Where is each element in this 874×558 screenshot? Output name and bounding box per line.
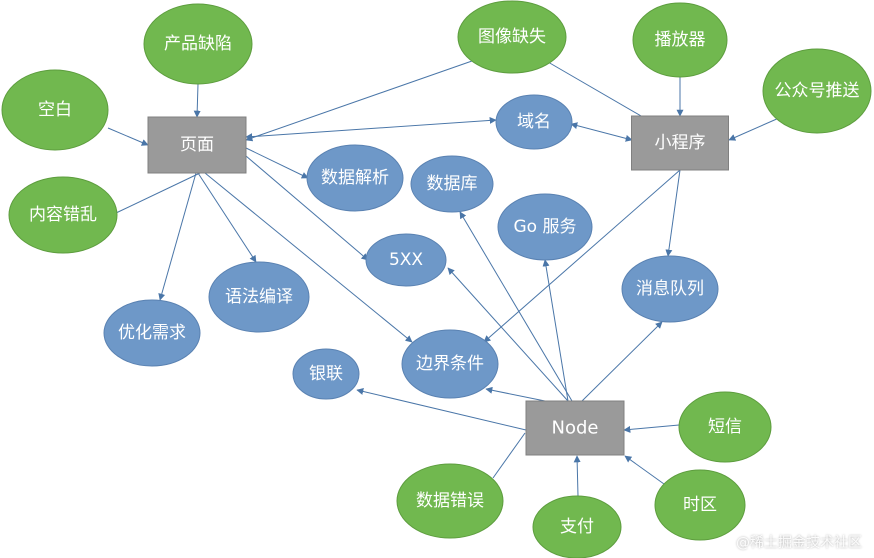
- node-shape-yufa-bianyi: [208, 261, 310, 333]
- node-label-gongzhonghao-tuisong: 公众号推送: [775, 81, 860, 101]
- edge-arrow-20: [485, 386, 546, 402]
- node-label-shujuku: 数据库: [427, 174, 478, 194]
- edge-arrow-12: [158, 172, 197, 301]
- node-kongbai: 空白: [1, 69, 109, 151]
- node-shape-kongbai: [1, 69, 109, 151]
- edge-arrow-18: [447, 267, 569, 402]
- node-shape-xiaoxi-duilie: [621, 255, 719, 323]
- edge-arrow-3: [245, 60, 473, 142]
- node-bofangqi: 播放器: [632, 2, 728, 78]
- node-yinlian: 银联: [292, 348, 360, 400]
- edge-arrow-8: [728, 117, 780, 141]
- node-label-yinlian: 银联: [309, 364, 343, 384]
- node-shujuku: 数据库: [410, 155, 494, 213]
- edge-arrow-13: [197, 172, 257, 263]
- node-shuju-cuowu: 数据错误: [396, 463, 504, 539]
- node-yuming: 域名: [495, 94, 573, 150]
- edge-arrow-11: [204, 172, 413, 343]
- node-label-bofangqi: 播放器: [655, 30, 706, 50]
- node-zhifu: 支付: [532, 495, 622, 558]
- node-neirong-cuoluan: 内容错乱: [8, 176, 118, 254]
- node-yufa-bianyi: 语法编译: [208, 261, 310, 333]
- node-chanpin-quexian: 产品缺陷: [143, 3, 253, 85]
- node-label-xiaochengxu: 小程序: [655, 133, 706, 153]
- node-label-chanpin-quexian: 产品缺陷: [164, 34, 232, 54]
- node-label-xxx5: 5XX: [389, 250, 423, 270]
- node-label-node: Node: [552, 418, 599, 439]
- node-shape-bianjie-tiaojian: [401, 329, 499, 399]
- edge-arrow-15: [483, 169, 681, 343]
- node-label-zhifu: 支付: [560, 517, 594, 537]
- edge-arrow-22: [623, 424, 680, 433]
- node-label-bianjie-tiaojian: 边界条件: [416, 354, 484, 374]
- edge-arrow-2: [115, 172, 201, 214]
- node-shape-go-fuwu: [497, 193, 593, 261]
- node-shape-node: [525, 400, 625, 456]
- node-go-fuwu: Go 服务: [497, 193, 593, 261]
- node-shape-chanpin-quexian: [143, 3, 253, 85]
- node-bianjie-tiaojian: 边界条件: [401, 329, 499, 399]
- node-label-xiaoxi-duilie: 消息队列: [636, 279, 704, 299]
- node-label-go-fuwu: Go 服务: [514, 217, 577, 237]
- edge-arrow-1: [193, 83, 201, 118]
- node-shape-shiqu: [654, 469, 746, 541]
- edge-arrow-24: [573, 455, 581, 497]
- node-shape-shuju-jiexi: [306, 144, 404, 212]
- node-label-shuju-cuowu: 数据错误: [416, 491, 484, 511]
- edge-arrow-6: [570, 122, 633, 142]
- edge-arrow-4: [547, 61, 649, 121]
- edge-arrow-14: [665, 169, 681, 257]
- node-xiaoxi-duilie: 消息队列: [621, 255, 719, 323]
- node-shape-yuming: [495, 94, 573, 150]
- node-shiqu: 时区: [654, 469, 746, 541]
- node-shape-xiaochengxu: [631, 115, 729, 171]
- edge-arrow-21: [356, 388, 527, 431]
- edge-arrow-17: [542, 259, 569, 402]
- node-shape-tuxiang-queshi: [457, 0, 567, 74]
- node-label-duanxin: 短信: [708, 417, 742, 437]
- edge-arrow-10: [245, 155, 369, 261]
- node-shape-xxx5: [365, 233, 447, 287]
- edge-arrow-5: [245, 116, 497, 141]
- edge-arrow-23: [492, 432, 526, 479]
- node-label-shuju-jiexi: 数据解析: [321, 168, 389, 188]
- node-shape-duanxin: [678, 391, 772, 463]
- edge-arrow-16: [459, 211, 573, 402]
- node-yemian: 页面: [147, 116, 247, 174]
- node-label-tuxiang-queshi: 图像缺失: [478, 27, 546, 47]
- node-node: Node: [525, 400, 625, 456]
- node-label-kongbai: 空白: [38, 100, 72, 120]
- edge-arrow-0: [107, 127, 149, 146]
- node-shape-yinlian: [292, 348, 360, 400]
- node-shape-bofangqi: [632, 2, 728, 78]
- node-label-yuming: 域名: [517, 112, 551, 132]
- edges-layer: [107, 60, 780, 497]
- node-shape-zhifu: [532, 495, 622, 558]
- node-shape-youhua-xuqiu: [103, 299, 201, 367]
- edge-arrow-25: [624, 455, 665, 485]
- node-label-neirong-cuoluan: 内容错乱: [29, 205, 97, 225]
- node-label-yemian: 页面: [180, 135, 214, 155]
- node-shape-shuju-cuowu: [396, 463, 504, 539]
- node-xxx5: 5XX: [365, 233, 447, 287]
- node-shape-shujuku: [410, 155, 494, 213]
- node-label-yufa-bianyi: 语法编译: [225, 287, 293, 307]
- node-label-shiqu: 时区: [683, 495, 717, 515]
- watermark: @稀土掘金技术社区: [736, 535, 862, 551]
- node-shuju-jiexi: 数据解析: [306, 144, 404, 212]
- node-label-youhua-xuqiu: 优化需求: [118, 323, 186, 343]
- node-youhua-xuqiu: 优化需求: [103, 299, 201, 367]
- node-duanxin: 短信: [678, 391, 772, 463]
- node-tuxiang-queshi: 图像缺失: [457, 0, 567, 74]
- node-xiaochengxu: 小程序: [631, 115, 729, 171]
- node-shape-yemian: [147, 116, 247, 174]
- node-shape-neirong-cuoluan: [8, 176, 118, 254]
- edge-arrow-9: [245, 147, 309, 179]
- edge-arrow-19: [581, 321, 663, 402]
- node-gongzhonghao-tuisong: 公众号推送: [762, 48, 872, 134]
- node-shape-gongzhonghao-tuisong: [762, 48, 872, 134]
